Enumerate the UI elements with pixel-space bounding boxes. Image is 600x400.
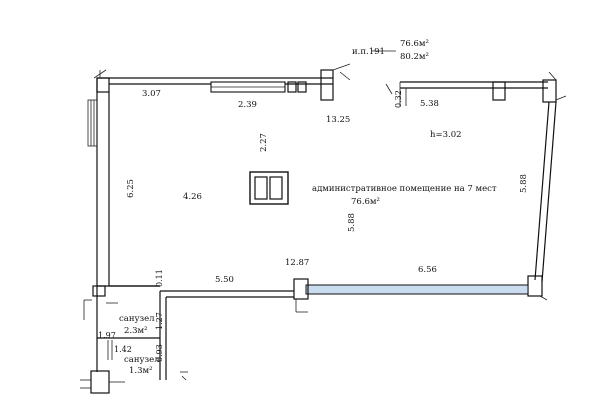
room-name: административное помещение на 7 мест: [312, 184, 497, 194]
bathroom-corner: [92, 285, 106, 297]
dim-bottom-glass: 6.56: [418, 265, 437, 275]
dim-vertical-center-top: 2.27: [259, 133, 269, 152]
corner-column-top-right: [542, 79, 557, 103]
dim-1-42: 1.42: [114, 345, 132, 354]
bottom-center-column: [293, 278, 309, 300]
dim-bottom-perimeter: 12.87: [285, 258, 309, 268]
bathroom-1-area: 2.3м²: [124, 326, 148, 336]
dim-center-top: 13.25: [326, 115, 350, 125]
dim-top-right: 5.38: [420, 99, 439, 109]
dim-0-93: 0.93: [155, 344, 164, 362]
left-wall-pier: [87, 99, 98, 147]
walls: [80, 63, 567, 394]
dim-center-vertical: 5.88: [347, 213, 357, 232]
right-wall-outer: [534, 101, 550, 281]
bathroom-1-name: санузел: [119, 314, 155, 324]
dim-top-window: 2.39: [238, 100, 257, 110]
room-area: 76.6м²: [351, 197, 380, 207]
entrance-door: [385, 83, 393, 95]
area-main-label: 76.6м²: [400, 39, 429, 49]
corner-column-top-left: [96, 77, 110, 93]
window-symbol: [249, 171, 289, 205]
dim-1-97: 1.97: [98, 331, 116, 340]
dim-top-left: 3.07: [142, 89, 161, 99]
dim-0-11: 0.11: [155, 269, 164, 287]
top-column-1: [287, 81, 297, 93]
top-right-column: [492, 81, 506, 101]
area-total-label: 80.2м²: [400, 52, 429, 62]
corner-column-bottom-left: [90, 370, 110, 394]
dim-center-left: 4.26: [183, 192, 202, 202]
dim-1-27: 1.27: [155, 312, 164, 330]
dim-left-height: 6.25: [126, 179, 136, 198]
bathroom-2-area: 1.3м²: [129, 366, 153, 376]
bathroom-2-name: санузел: [124, 355, 160, 365]
top-column-2: [297, 81, 307, 93]
plot-ref-label: и.п.191: [352, 47, 385, 57]
dim-right-wall: 5.88: [519, 174, 529, 193]
labels: и.п.191 76.6м² 80.2м² 3.07 2.39 13.25 0.…: [98, 39, 529, 376]
room-height: h=3.02: [430, 130, 462, 140]
top-pier: [320, 69, 334, 101]
glass-partition: [305, 284, 529, 295]
dim-bottom-left: 5.50: [215, 275, 234, 285]
dim-top-right-small: 0.32: [394, 90, 403, 108]
right-wall-inner: [541, 101, 557, 283]
